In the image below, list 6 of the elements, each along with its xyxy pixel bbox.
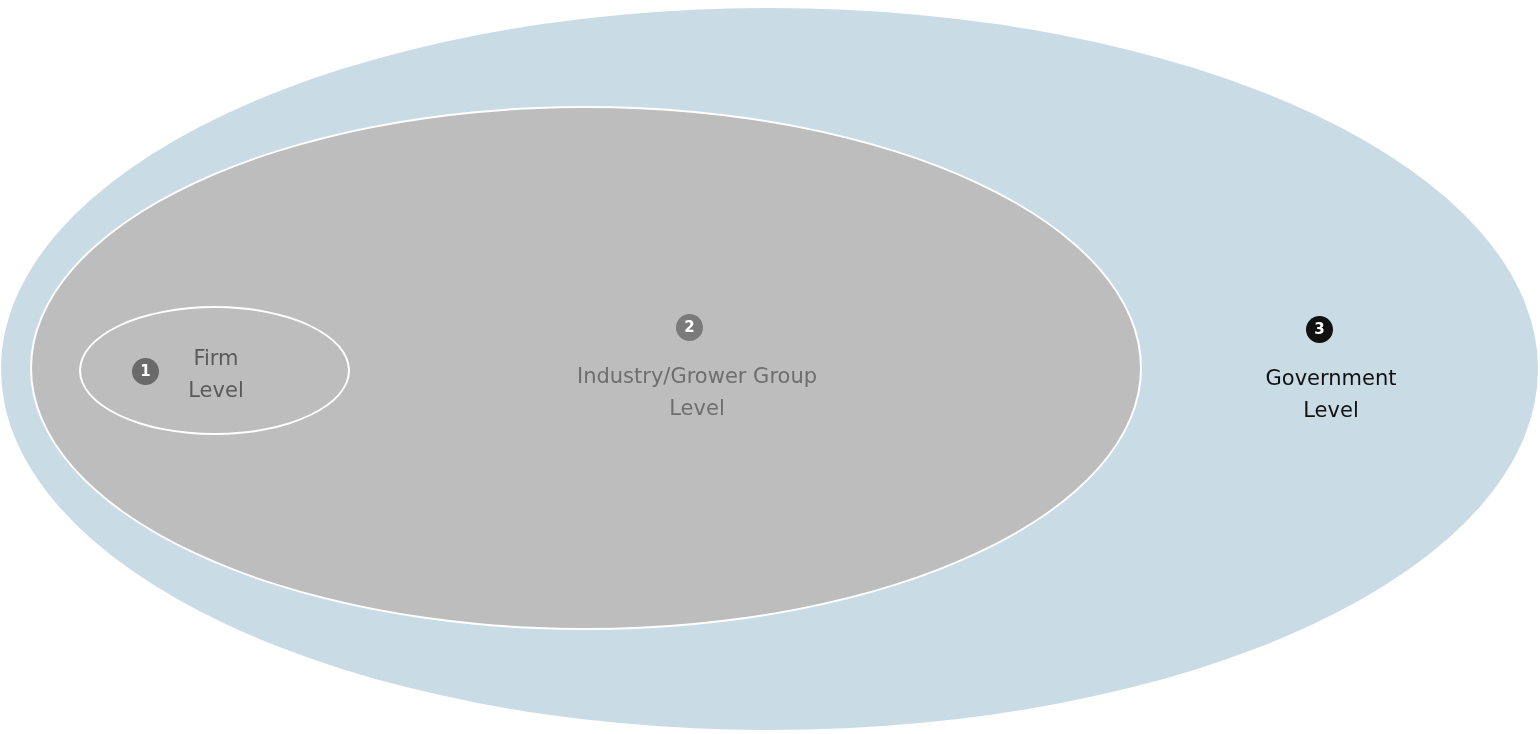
level-label: Industry/Grower Group Level [575,363,819,422]
number-badge: 1 [132,358,159,385]
number-badge: 2 [676,314,703,341]
level-label: Firm Level [187,345,245,404]
level-label: Government Level [1264,365,1398,424]
number-badge: 3 [1306,316,1333,343]
